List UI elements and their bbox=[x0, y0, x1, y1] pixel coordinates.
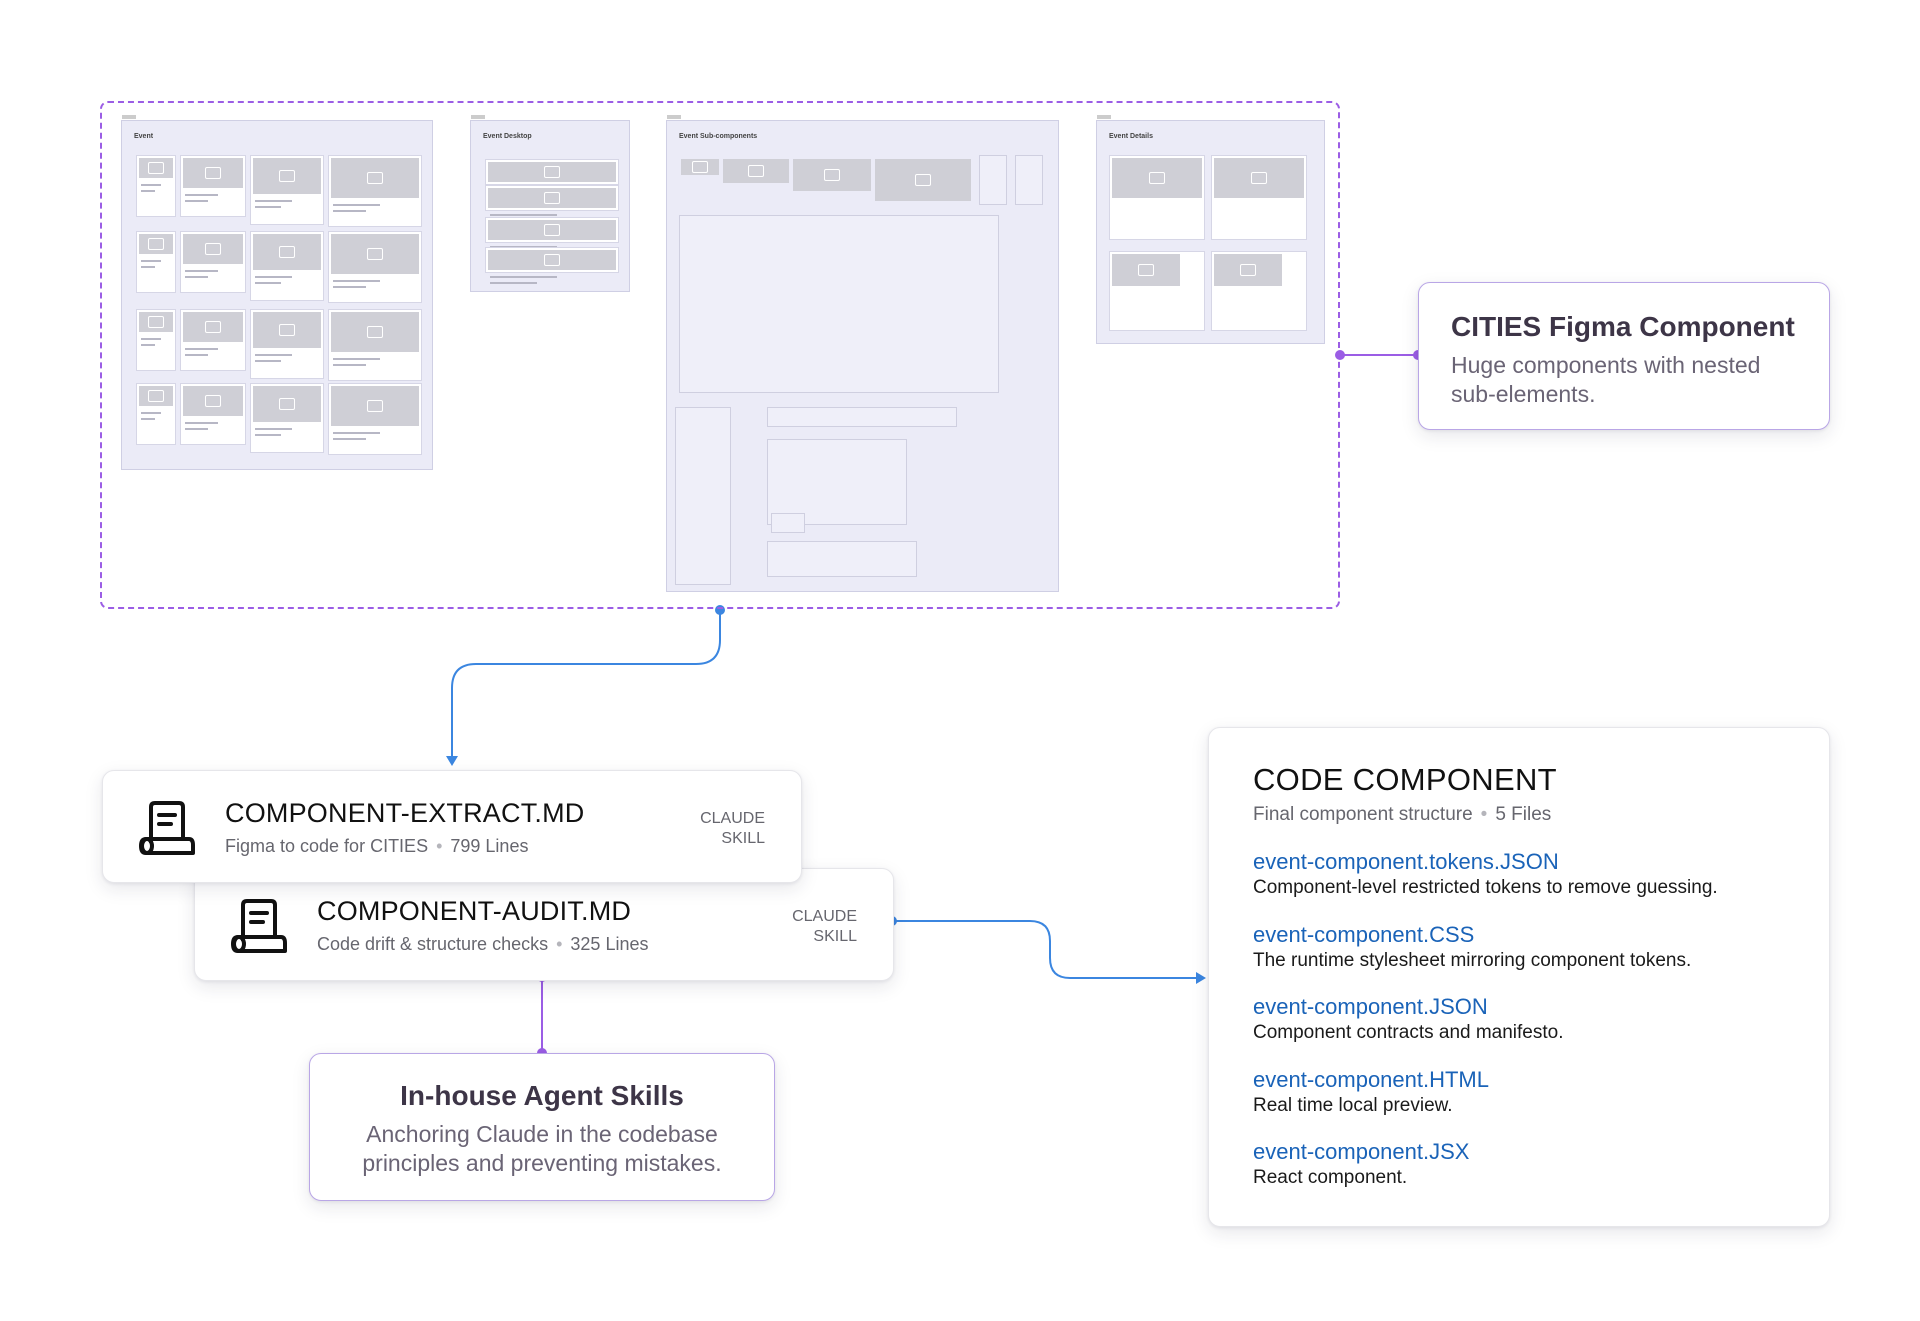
thumbnail-card bbox=[328, 383, 422, 455]
arrow-head bbox=[446, 756, 458, 766]
frame-tag bbox=[667, 115, 681, 119]
thumbnail-card bbox=[485, 159, 619, 196]
file-item: event-component.CSS The runtime styleshe… bbox=[1253, 921, 1813, 994]
file-item: event-component.JSON Component contracts… bbox=[1253, 993, 1813, 1066]
title-variants-panel bbox=[675, 407, 731, 585]
code-component-subtitle: Final component structure • 5 Files bbox=[1253, 804, 1551, 826]
thumbnail-card bbox=[250, 231, 324, 301]
file-description: React component. bbox=[1253, 1167, 1408, 1188]
code-component-title: CODE COMPONENT bbox=[1253, 762, 1557, 797]
file-description: Component-level restricted tokens to rem… bbox=[1253, 877, 1718, 898]
connector-dot bbox=[1335, 350, 1345, 360]
frame-tag bbox=[471, 115, 485, 119]
icon-variants-panel bbox=[979, 155, 1007, 205]
figma-frame-event-desktop[interactable]: Event Desktop bbox=[470, 115, 630, 292]
thumbnail-card bbox=[250, 383, 324, 453]
skill-title: COMPONENT-AUDIT.MD bbox=[317, 896, 632, 926]
detail-card bbox=[1109, 251, 1205, 331]
file-count: 5 Files bbox=[1495, 804, 1552, 825]
thumbnail-card bbox=[136, 231, 176, 293]
frame-tag bbox=[1097, 115, 1111, 119]
file-name-link[interactable]: event-component.CSS bbox=[1253, 921, 1475, 947]
thumbnail-card bbox=[485, 217, 619, 254]
skill-subtitle: Figma to code for CITIES • 799 Lines bbox=[225, 836, 528, 857]
thumbnail-card bbox=[136, 309, 176, 371]
detail-card bbox=[1211, 155, 1307, 240]
details-row-panel bbox=[767, 541, 917, 577]
figma-frame-event-details[interactable]: Event Details bbox=[1096, 115, 1325, 344]
thumbnail-card bbox=[328, 155, 422, 227]
image-placeholder bbox=[681, 159, 719, 175]
tag-variants-panel bbox=[1015, 155, 1043, 205]
skill-title: COMPONENT-EXTRACT.MD bbox=[225, 798, 585, 828]
thumbnail-card bbox=[180, 309, 246, 371]
cities-figma-component-card[interactable]: CITIES Figma Component Huge components w… bbox=[1418, 282, 1830, 430]
image-placeholder bbox=[723, 159, 789, 183]
scroll-document-icon bbox=[139, 801, 195, 855]
skill-card-component-extract[interactable]: COMPONENT-EXTRACT.MD Figma to code for C… bbox=[102, 770, 802, 883]
file-item: event-component.JSX React component. bbox=[1253, 1138, 1813, 1211]
mini-options-panel bbox=[771, 513, 805, 533]
code-component-card[interactable]: CODE COMPONENT Final component structure… bbox=[1208, 727, 1830, 1227]
list-variants-panel bbox=[679, 215, 999, 393]
skill-card-component-audit[interactable]: COMPONENT-AUDIT.MD Code drift & structur… bbox=[194, 868, 894, 981]
separator-dot: • bbox=[436, 836, 443, 856]
skill-description: Figma to code for CITIES bbox=[225, 836, 429, 856]
connector-audit-to-code bbox=[892, 920, 1198, 979]
thumbnail-card bbox=[485, 185, 619, 222]
file-name-link[interactable]: event-component.JSON bbox=[1253, 994, 1488, 1019]
frame-title: Event bbox=[134, 133, 154, 140]
thumbnail-card bbox=[136, 383, 176, 445]
thumbnail-card bbox=[180, 155, 246, 217]
skill-description: Code drift & structure checks bbox=[317, 934, 549, 954]
image-placeholder bbox=[793, 159, 871, 191]
figma-frame-event-sub-components[interactable]: Event Sub-components bbox=[666, 115, 1059, 592]
separator-dot: • bbox=[1480, 804, 1488, 825]
thumbnail-card bbox=[485, 247, 619, 284]
file-list: event-component.tokens.JSON Component-le… bbox=[1253, 848, 1813, 1211]
code-subtitle-text: Final component structure bbox=[1253, 804, 1473, 825]
skill-line-count: 325 Lines bbox=[570, 934, 649, 954]
in-house-agent-skills-card[interactable]: In-house Agent Skills Anchoring Claude i… bbox=[309, 1053, 775, 1201]
cities-card-title: CITIES Figma Component bbox=[1451, 311, 1795, 342]
detail-card bbox=[1109, 155, 1205, 240]
thumbnail-card bbox=[180, 383, 246, 445]
cities-card-subtitle: Huge components with nested sub-elements… bbox=[1451, 352, 1761, 407]
file-description: Real time local preview. bbox=[1253, 1094, 1453, 1116]
file-description: The runtime stylesheet mirroring compone… bbox=[1253, 949, 1692, 971]
frame-tag bbox=[122, 115, 136, 119]
thumbnail-card bbox=[328, 309, 422, 381]
frame-title: Event Desktop bbox=[483, 133, 532, 140]
agent-card-title: In-house Agent Skills bbox=[400, 1080, 684, 1111]
skill-line-count: 799 Lines bbox=[450, 836, 529, 856]
thumbnail-card bbox=[136, 155, 176, 217]
file-name-link[interactable]: event-component.HTML bbox=[1253, 1066, 1489, 1092]
frame-title: Event Details bbox=[1109, 133, 1153, 140]
figma-component-region[interactable] bbox=[100, 101, 1340, 609]
file-name-link[interactable]: event-component.tokens.JSON bbox=[1253, 849, 1559, 874]
thumbnail-card bbox=[250, 155, 324, 225]
agent-card-subtitle: Anchoring Claude in the codebase princip… bbox=[362, 1121, 722, 1176]
filter-row-panel bbox=[767, 407, 957, 427]
thumbnail-card bbox=[328, 231, 422, 303]
thumbnail-card bbox=[180, 231, 246, 293]
checkbox-grid-panel bbox=[767, 439, 907, 525]
file-description: Component contracts and manifesto. bbox=[1253, 1022, 1564, 1043]
file-item: event-component.tokens.JSON Component-le… bbox=[1253, 848, 1813, 921]
thumbnail-card bbox=[250, 309, 324, 379]
detail-card bbox=[1211, 251, 1307, 331]
arrow-head bbox=[1196, 972, 1206, 984]
figma-frame-event[interactable]: Event bbox=[121, 115, 433, 470]
file-item: event-component.HTML Real time local pre… bbox=[1253, 1066, 1813, 1139]
separator-dot: • bbox=[556, 934, 563, 954]
scroll-document-icon bbox=[231, 899, 287, 953]
skill-subtitle: Code drift & structure checks • 325 Lines bbox=[317, 934, 648, 955]
file-name-link[interactable]: event-component.JSX bbox=[1253, 1139, 1470, 1164]
connector-figma-to-extract bbox=[451, 610, 721, 762]
frame-title: Event Sub-components bbox=[679, 133, 758, 140]
image-placeholder bbox=[875, 159, 971, 201]
